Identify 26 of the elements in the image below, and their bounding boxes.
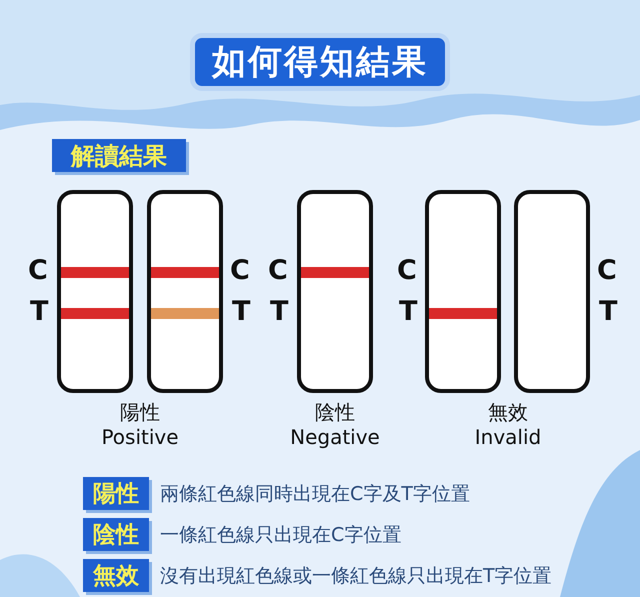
- result-description: 兩條紅色線同時出現在C字及T字位置: [160, 482, 470, 507]
- test-strip: [514, 190, 590, 393]
- line-position-label: C: [597, 255, 617, 286]
- result-badge: 陽性: [83, 477, 149, 510]
- test-strip: [57, 190, 133, 393]
- test-strip: [297, 190, 373, 393]
- result-badge: 無效: [83, 559, 149, 592]
- line-position-label: T: [599, 296, 618, 327]
- line-position-label: T: [232, 296, 250, 327]
- line-position-label: T: [270, 296, 288, 327]
- test-strip: [147, 190, 223, 393]
- result-description: 一條紅色線只出現在C字位置: [160, 523, 402, 548]
- result-badge: 陰性: [83, 518, 149, 551]
- line-position-label: C: [28, 255, 48, 286]
- section-heading-badge: 解讀結果: [52, 139, 186, 172]
- title-banner: 如何得知結果: [190, 33, 450, 91]
- test-strip: [425, 190, 501, 393]
- result-caption: 陽性 Positive: [100, 400, 180, 450]
- line-position-label: C: [397, 255, 417, 286]
- line-position-label: T: [399, 296, 418, 327]
- result-caption: 無效 Invalid: [474, 400, 542, 450]
- result-caption: 陰性 Negative: [289, 400, 381, 450]
- line-position-label: T: [30, 296, 48, 327]
- line-position-label: C: [230, 255, 250, 286]
- result-description: 沒有出現紅色線或一條紅色線只出現在T字位置: [160, 564, 552, 589]
- line-position-label: C: [268, 255, 288, 286]
